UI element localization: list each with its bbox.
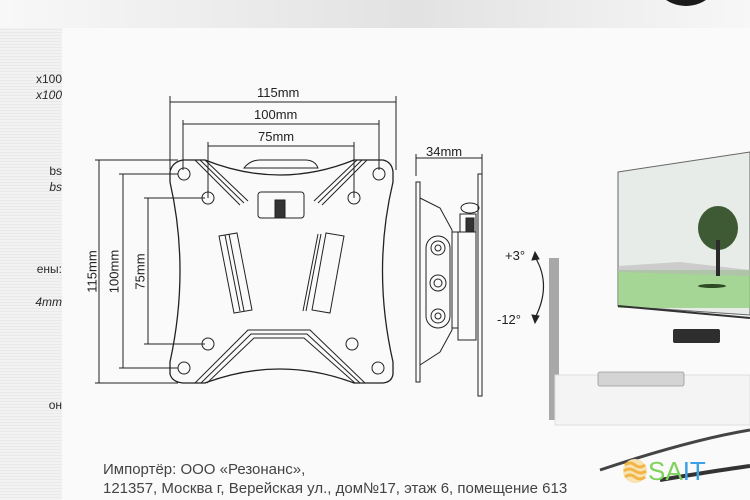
waves-icon xyxy=(623,459,647,483)
spec-vesa-alt: x100 xyxy=(35,88,62,102)
wall-column xyxy=(549,258,559,420)
top-band xyxy=(0,0,750,28)
spec-column: x100 x100 bs bs ены: 4mm он xyxy=(0,28,62,500)
spec-load: bs xyxy=(49,164,62,178)
tilt-down-label: -12° xyxy=(497,312,521,327)
importer-line-1: Импортёр: ООО «Резонанс», xyxy=(103,461,306,478)
spec-vesa: x100 xyxy=(35,72,62,86)
dim-width-75: 75mm xyxy=(258,129,295,144)
watermark-it: IT xyxy=(682,455,706,486)
dim-height-115: 115mm xyxy=(84,250,100,293)
soundbar xyxy=(673,329,720,343)
media-player xyxy=(597,371,685,387)
spec-color: он xyxy=(48,398,62,412)
dim-height-100: 100mm xyxy=(106,249,122,294)
watermark-sa: SA xyxy=(648,455,683,486)
dim-width-100: 100mm xyxy=(254,107,298,122)
importer-address: 121357, Москва г, Верейская ул., дом№17,… xyxy=(103,480,568,497)
dim-width-115: 115mm xyxy=(257,85,300,100)
dim-depth-34: 34mm xyxy=(426,144,463,159)
spec-load-alt: bs xyxy=(49,180,62,194)
spec-wall-distance-label: ены: xyxy=(36,262,62,276)
dim-height-75: 75mm xyxy=(132,253,148,290)
spec-wall-distance-value: 4mm xyxy=(35,295,62,309)
tilt-up-label: +3° xyxy=(505,248,526,263)
